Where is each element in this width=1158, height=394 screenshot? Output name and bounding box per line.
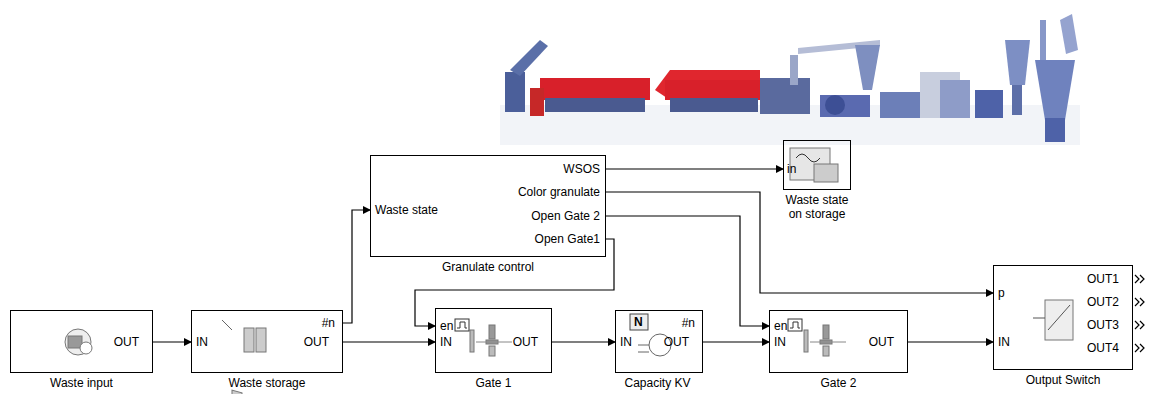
port-label: OUT4	[1087, 341, 1119, 355]
simulink-block: Granulate controlWaste stateWSOSColor gr…	[370, 155, 606, 257]
port-label: OUT	[304, 335, 329, 349]
block-name: Gate 2	[729, 376, 948, 390]
port-label: IN	[998, 335, 1010, 349]
port-label: #n	[682, 316, 695, 330]
port-label: p	[998, 286, 1005, 300]
block-name: Granulate control	[330, 260, 646, 274]
signal-line	[343, 341, 435, 342]
block-name: Capacity KV	[575, 376, 740, 390]
signal-line	[415, 239, 614, 326]
port-label: en	[440, 319, 453, 333]
block-name: Gate 1	[395, 376, 592, 390]
port-label: Open Gate 2	[531, 209, 600, 223]
port-label: en	[774, 319, 787, 333]
block-icons	[65, 148, 1073, 394]
port-label: Open Gate1	[535, 232, 600, 246]
signal-line	[552, 341, 615, 342]
port-label: N	[634, 315, 643, 329]
simulink-block: OUTWaste input	[10, 310, 153, 373]
signal-line	[606, 192, 993, 293]
simulink-block: pINOUT1OUT2OUT3OUT4Output Switch	[993, 265, 1133, 370]
pulse-symbols	[455, 319, 802, 331]
port-label: OUT	[869, 335, 894, 349]
block-name: Waste state on storage	[778, 193, 856, 221]
port-label: IN	[620, 335, 632, 349]
port-label: OUT2	[1087, 295, 1119, 309]
simulink-block: inWaste state on storage	[783, 140, 851, 190]
port-label: OUT1	[1087, 272, 1119, 286]
signal-line	[343, 210, 370, 323]
signal-line	[703, 341, 769, 342]
port-label: OUT	[664, 335, 689, 349]
simulink-block: enINOUTGate 1	[435, 308, 552, 373]
block-name: Waste input	[0, 376, 193, 390]
port-label: Waste state	[375, 203, 438, 217]
port-label: IN	[774, 335, 786, 349]
port-label: #n	[322, 316, 335, 330]
simulink-block: NIN#nOUTCapacity KV	[615, 310, 703, 373]
simulink-block: IN#nOUTWaste storage	[191, 310, 343, 373]
port-label: IN	[440, 335, 452, 349]
port-label: Color granulate	[518, 185, 600, 199]
port-label: WSOS	[563, 162, 600, 176]
simulink-block: enINOUTGate 2	[769, 310, 908, 373]
block-name: Output Switch	[953, 373, 1158, 387]
signal-line	[153, 341, 191, 342]
block-name: Waste storage	[151, 376, 383, 390]
port-label: in	[787, 162, 796, 176]
production-line	[500, 14, 1080, 145]
port-label: IN	[196, 335, 208, 349]
output-chevrons	[1135, 275, 1144, 352]
signal-line	[908, 341, 993, 342]
port-label: OUT	[513, 335, 538, 349]
signal-line	[606, 168, 783, 169]
port-label: OUT	[114, 335, 139, 349]
port-label: OUT3	[1087, 318, 1119, 332]
